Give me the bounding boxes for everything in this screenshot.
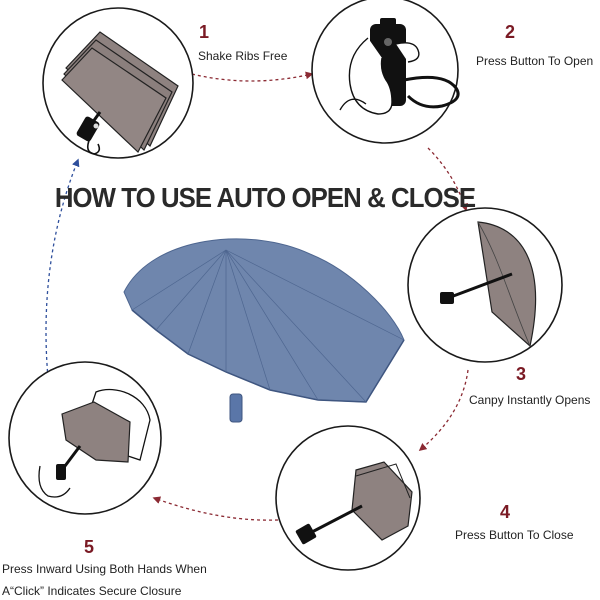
hand-press-button-icon [339, 18, 460, 115]
step-label-4: Press Button To Close [455, 528, 574, 542]
center-open-umbrella [123, 238, 405, 423]
arrow-step4-to-step5 [152, 496, 279, 521]
step4-illustration [275, 425, 421, 571]
step-number-4: 4 [500, 502, 511, 522]
step-label-5-line2: A“Click” Indicates Secure Closure [2, 584, 182, 598]
open-umbrella-side-icon [440, 221, 537, 348]
closed-umbrella-icon [295, 461, 413, 545]
step-label-1: Shake Ribs Free [198, 49, 288, 63]
step3-illustration [407, 207, 563, 363]
step-number-1: 1 [199, 22, 210, 42]
step-label-3: Canpy Instantly Opens [469, 393, 591, 407]
page-title: HOW TO USE AUTO OPEN & CLOSE [54, 182, 476, 213]
step-label-5-line1: Press Inward Using Both Hands When [2, 562, 207, 576]
step1-illustration [42, 7, 194, 159]
step-label-2: Press Button To Open [476, 54, 594, 68]
step-number-5: 5 [84, 537, 95, 557]
arrow-step3-to-step4 [418, 369, 469, 451]
arrow-step1-to-step2 [191, 71, 314, 82]
step-number-3: 3 [516, 364, 527, 384]
step2-illustration [311, 0, 460, 144]
step5-illustration [8, 361, 162, 515]
arrow-step2-to-step3 [427, 147, 468, 212]
hand-press-inward-icon [38, 388, 151, 498]
step-number-2: 2 [505, 22, 516, 42]
folded-umbrella-icon [61, 31, 179, 155]
